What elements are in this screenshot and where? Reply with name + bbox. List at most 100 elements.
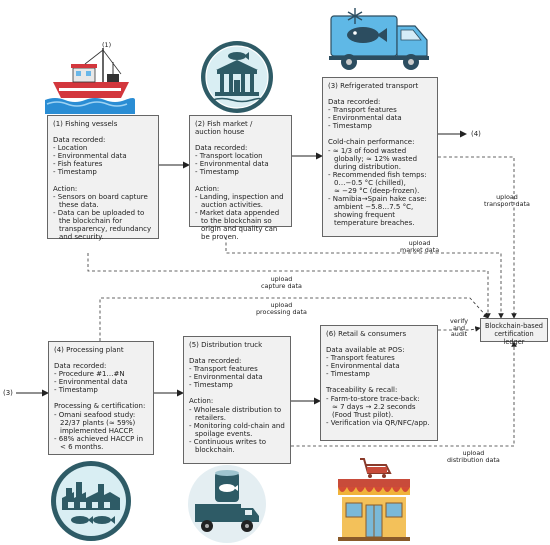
transport-perf-item: showing frequent: [334, 211, 396, 220]
processing-recorded-item: - Procedure #1…#N: [54, 370, 125, 379]
truck-action-item: retailers.: [195, 413, 227, 422]
path-verify-audit: [438, 326, 481, 332]
fishing-action-item: these data.: [59, 200, 99, 209]
grocery-store-icon: [338, 458, 410, 541]
path-upload-distribution: [291, 341, 517, 447]
market-action-item: - Landing, inspection and: [195, 192, 284, 201]
market-action-item: origin and quality can: [201, 225, 278, 234]
transport-perf-item: - Recommended fish temps:: [328, 170, 427, 179]
market-recorded-item: - Transport location: [195, 152, 263, 161]
refrigerated-transport-box: (3) Refrigerated transport Data recorded…: [322, 77, 438, 237]
canned-fish-delivery-truck-icon: [188, 465, 266, 543]
fishing-action-item: the blockchain for: [59, 216, 123, 225]
transport-perf-item: during distribution.: [334, 162, 401, 171]
processing-recorded-label: Data recorded:: [54, 362, 107, 371]
fishing-recorded-label: Data recorded:: [53, 136, 106, 145]
market-recorded-label: Data recorded:: [195, 144, 248, 153]
transport-recorded-label: Data recorded:: [328, 98, 381, 107]
processing-cert-item: < 6 months.: [60, 442, 104, 451]
processing-cert-label: Processing & certification:: [54, 402, 146, 411]
fishing-title: (1) Fishing vessels: [53, 120, 118, 128]
label-upload-processing: upload processing data: [256, 301, 307, 316]
path-upload-processing: [99, 297, 489, 341]
fishing-recorded-item: - Environmental data: [53, 152, 127, 161]
market-recorded-item: - Timestamp: [195, 168, 239, 177]
truck-action-item: blockchain.: [195, 446, 235, 455]
ledger-line: certification ledger: [494, 330, 534, 346]
truck-action-item: spoilage events.: [195, 429, 253, 438]
truck-recorded-item: - Environmental data: [189, 373, 263, 382]
distribution-truck-box: (5) Distribution truck Data recorded: - …: [183, 336, 291, 464]
label-verify-audit: verify and audit: [450, 317, 469, 338]
retail-consumers-box: (6) Retail & consumers Data available at…: [320, 325, 438, 441]
retail-recorded-item: - Transport features: [326, 354, 395, 363]
path-upload-capture: [87, 253, 491, 319]
label-upload-transport: upload transport data: [484, 193, 530, 208]
label-upload-distribution: upload distribution data: [447, 449, 500, 464]
fishing-action-item: transparency, redundancy: [59, 225, 152, 234]
label-upload-capture: upload capture data: [261, 275, 302, 290]
transport-perf-item: ≈ −29 °C (deep-frozen).: [334, 187, 420, 196]
fishing-action-label: Action:: [53, 184, 78, 193]
processing-recorded-item: - Environmental data: [54, 378, 128, 387]
truck-action-label: Action:: [189, 397, 214, 406]
transport-perf-item: ambient −5.8…7.5 °C,: [334, 203, 414, 212]
retail-trace-item: ≈ 7 days → 2.2 seconds: [332, 402, 416, 411]
marker-1: (1): [102, 41, 112, 49]
fishing-action-item: and security.: [59, 233, 104, 242]
processing-cert-item: implemented HACCP.: [60, 426, 134, 435]
retail-recorded-item: - Timestamp: [326, 370, 370, 379]
transport-perf-item: 0…−0.5 °C (chilled),: [334, 178, 406, 187]
retail-trace-item: (Food Trust pilot).: [332, 410, 394, 419]
fishing-action-item: - Data can be uploaded to: [53, 208, 145, 217]
market-title: (2) Fish market /: [195, 120, 253, 128]
truck-action-item: - Continuous writes to: [189, 437, 267, 446]
retail-title: (6) Retail & consumers: [326, 330, 407, 338]
truck-title: (5) Distribution truck: [189, 341, 263, 349]
transport-recorded-item: - Timestamp: [328, 122, 372, 131]
processing-recorded-item: - Timestamp: [54, 386, 98, 395]
retail-trace-item: - Verification via QR/NFC/app.: [326, 418, 430, 427]
truck-recorded-label: Data recorded:: [189, 357, 242, 366]
fishing-boat-icon: [45, 48, 135, 114]
market-recorded-item: - Environmental data: [195, 160, 269, 169]
transport-perf-item: temperature breaches.: [334, 219, 415, 228]
market-action-item: be proven.: [201, 233, 239, 242]
market-action-item: - Market data appended: [195, 208, 280, 217]
fishing-action-item: - Sensors on board capture: [53, 192, 148, 201]
ledger-line: Blockchain-based: [485, 322, 543, 330]
fishing-vessels-box: (1) Fishing vessels Data recorded: - Loc…: [47, 115, 159, 242]
transport-perf-item: - Namibia→Spain hake case:: [328, 195, 427, 204]
truck-action-item: - Wholesale distribution to: [189, 405, 282, 414]
fishing-recorded-item: - Timestamp: [53, 168, 97, 177]
truck-recorded-item: - Timestamp: [189, 381, 233, 390]
blockchain-ledger-box: Blockchain-based certification ledger: [480, 318, 548, 346]
truck-action-item: - Monitoring cold-chain and: [189, 421, 285, 430]
market-title: auction house: [195, 128, 245, 137]
fish-market-building-icon: [201, 41, 273, 113]
marker-4: (4): [471, 130, 481, 138]
path-upload-market: [225, 237, 504, 319]
transport-title: (3) Refrigerated transport: [328, 82, 419, 90]
marker-3: (3): [3, 389, 13, 397]
fishing-recorded-item: - Fish features: [53, 160, 103, 169]
processing-factory-icon: [51, 461, 131, 541]
fishing-recorded-item: - Location: [53, 144, 88, 153]
transport-perf-label: Cold-chain performance:: [328, 138, 415, 147]
retail-recorded-label: Data available at POS:: [326, 346, 405, 355]
processing-title: (4) Processing plant: [54, 346, 124, 354]
retail-recorded-item: - Environmental data: [326, 362, 400, 371]
transport-perf-item: globally; ≈ 12% wasted: [334, 154, 418, 163]
market-action-item: auction activities.: [201, 200, 263, 209]
fish-market-box: (2) Fish market / auction house Data rec…: [189, 115, 292, 241]
retail-trace-label: Traceability & recall:: [326, 386, 398, 395]
transport-perf-item: - ≈ 1/3 of food wasted: [328, 146, 407, 155]
processing-cert-item: - Omani seafood study:: [54, 410, 136, 419]
market-action-label: Action:: [195, 184, 220, 193]
market-action-item: to the blockchain so: [201, 216, 272, 225]
transport-recorded-item: - Transport features: [328, 106, 397, 115]
refrigerated-truck-icon: [329, 8, 429, 70]
transport-recorded-item: - Environmental data: [328, 114, 402, 123]
